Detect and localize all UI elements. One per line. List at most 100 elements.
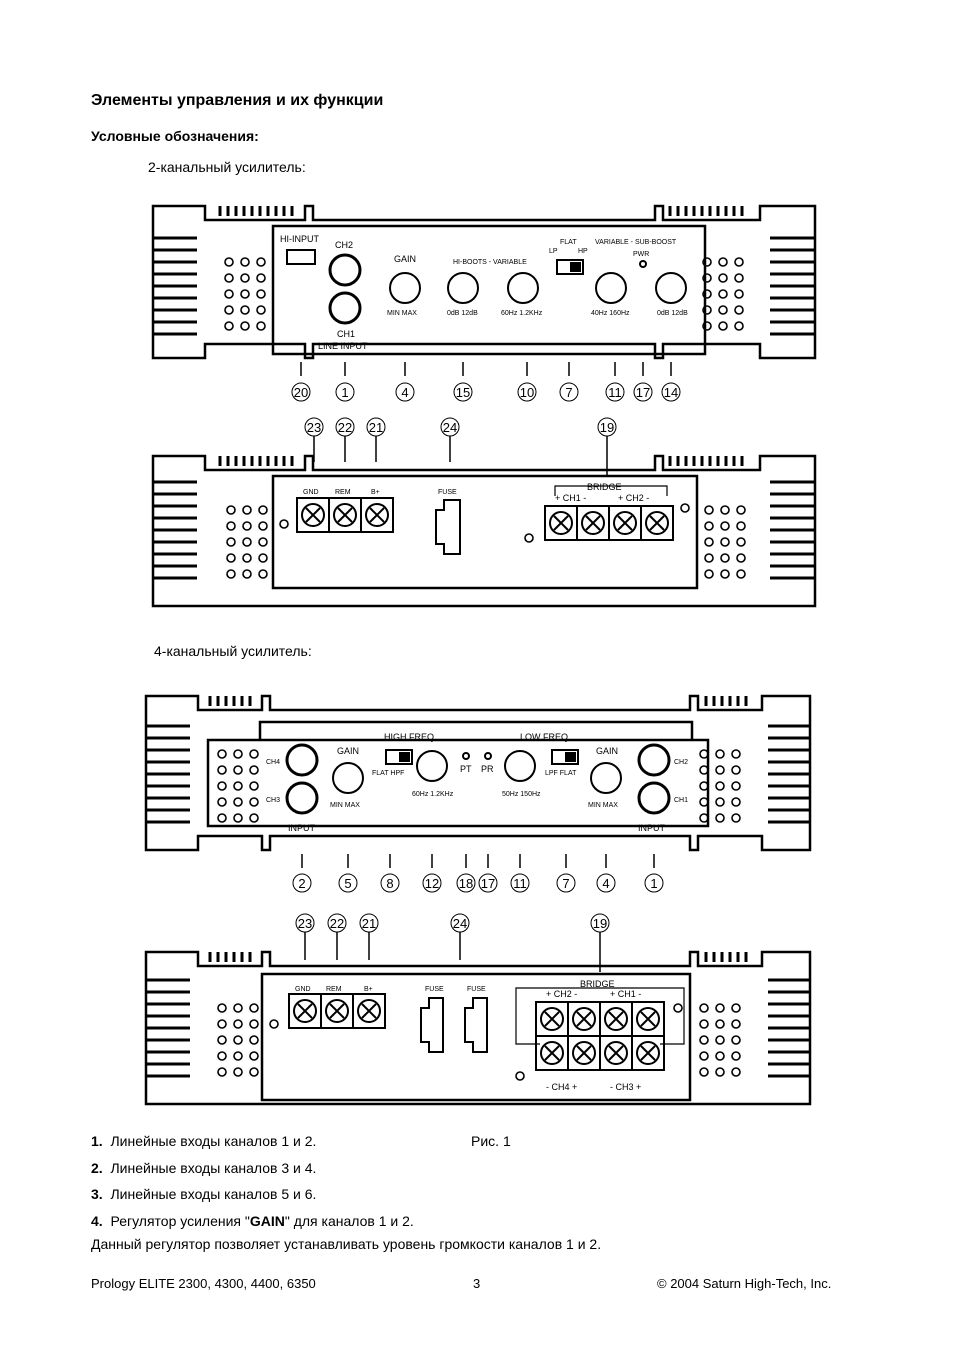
high-freq-label: HIGH FREQ [384, 732, 434, 742]
speaker-terminal-block [535, 1001, 665, 1071]
list-item: 2. Линейные входы каналов 3 и 4. [91, 1160, 316, 1176]
hi-input-label: HI-INPUT [280, 234, 319, 244]
callout-label: 24 [453, 916, 467, 931]
high-freq-scale: 60Hz 1.2KHz [412, 791, 454, 798]
input-left-label: INPUT [288, 823, 316, 833]
description-text: Данный регулятор позволяет устанавливать… [91, 1236, 602, 1252]
fuse-holder [435, 499, 461, 555]
ch1-terminal-label: + CH1 - [555, 493, 586, 503]
pwr-led [639, 260, 647, 268]
callout-label: 10 [520, 385, 534, 400]
callout-label: 11 [608, 385, 622, 400]
bplus-label: B+ [371, 489, 380, 496]
gain-right-label: GAIN [596, 746, 618, 756]
callout-label: 24 [443, 420, 457, 435]
ch1-rca-jack [637, 781, 671, 815]
hi-input-connector [286, 249, 316, 265]
pwr-label: PWR [633, 251, 649, 258]
callout-label: 23 [307, 420, 321, 435]
fuse-holder-2 [464, 997, 488, 1053]
gain-right-scale: MIN MAX [588, 802, 618, 809]
subboost-label: VARIABLE - SUB-BOOST [595, 239, 677, 246]
ch3-terminal-label: - CH3 + [610, 1082, 641, 1092]
callout-label: 17 [636, 385, 650, 400]
low-freq-knob [504, 750, 536, 782]
input-right-label: INPUT [638, 823, 666, 833]
callout-label: 23 [298, 916, 312, 931]
callout-label: 14 [664, 385, 678, 400]
gain-term: GAIN [249, 1213, 285, 1229]
list-item: 3. Линейные входы каналов 5 и 6. [91, 1186, 316, 1202]
rem-label: REM [326, 986, 342, 993]
list-item-text: Линейные входы каналов 1 и 2. [110, 1133, 317, 1149]
ch2-rca-jack [637, 743, 671, 777]
subboost-db-scale: 0dB 12dB [657, 310, 688, 317]
callout-label: 11 [513, 876, 527, 891]
list-item: 4. Регулятор усиления "GAIN" для каналов… [91, 1213, 414, 1229]
low-freq-switch [551, 749, 579, 765]
callout-label: 2 [298, 876, 305, 891]
rem-label: REM [335, 489, 351, 496]
gnd-label: GND [295, 986, 311, 993]
callout-label: 19 [593, 916, 607, 931]
ch1-rca-jack [328, 291, 362, 325]
fuse-label: FUSE [438, 489, 457, 496]
power-terminal-block [288, 993, 386, 1029]
list-item-number: 1. [91, 1133, 103, 1149]
crossover-switch-slider [570, 262, 581, 272]
pt-led [462, 752, 470, 760]
gain-label: GAIN [394, 254, 416, 264]
line-input-label: LINE INPUT [318, 341, 368, 351]
power-terminal-block [296, 497, 394, 533]
callout-label: 22 [330, 916, 344, 931]
lpf-flat-label: LPF FLAT [545, 770, 577, 777]
ch1-terminal-label: + CH1 - [610, 989, 641, 999]
bridge-label: BRIDGE [580, 979, 615, 989]
gnd-label: GND [303, 489, 319, 496]
list-item-number: 3. [91, 1186, 103, 1202]
callout-label: 18 [459, 876, 473, 891]
gain-right-knob [590, 762, 622, 794]
page-number: 3 [473, 1276, 481, 1291]
list-item-text-pre: Регулятор усиления " [110, 1213, 250, 1229]
flat-label: FLAT [560, 239, 577, 246]
amp2-rear-panel-diagram: 23 22 21 24 19 [151, 417, 817, 608]
callout-label: 19 [600, 420, 614, 435]
callout-label: 7 [565, 385, 572, 400]
callout-label: 1 [650, 876, 657, 891]
list-item: 1. Линейные входы каналов 1 и 2. [91, 1133, 316, 1149]
crossover-switch [556, 259, 584, 275]
ch1-label: CH1 [674, 797, 688, 804]
list-item-text-post: " для каналов 1 и 2. [284, 1213, 414, 1229]
subboost-freq-scale: 40Hz 160Hz [591, 310, 630, 317]
hiboost-scale: 0dB 12dB [447, 310, 478, 317]
ch2-terminal-label: + CH2 - [546, 989, 577, 999]
heatsink-fins [153, 206, 814, 336]
amp4-caption: 4-канальный усилитель: [154, 643, 312, 659]
pt-label: PT [460, 764, 472, 774]
ch2-rca-jack [328, 253, 362, 287]
callout-label: 4 [602, 876, 609, 891]
callout-label: 15 [456, 385, 470, 400]
pr-led [484, 752, 492, 760]
low-freq-scale: 50Hz 150Hz [502, 791, 541, 798]
callout-label: 1 [341, 385, 348, 400]
list-item-text: Линейные входы каналов 3 и 4. [110, 1160, 317, 1176]
fuse-2-label: FUSE [467, 986, 486, 993]
bridge-bracket [554, 485, 668, 496]
gain-left-label: GAIN [337, 746, 359, 756]
gain-left-knob [332, 762, 364, 794]
ch2-label: CH2 [335, 240, 353, 250]
bridge-bracket [515, 987, 685, 1045]
hiboost-level-knob [447, 272, 479, 304]
ch2-terminal-label: + CH2 - [618, 493, 649, 503]
gain-knob [389, 272, 421, 304]
amp2-front-panel-diagram: HI-INPUT CH2 CH1 LINE INPUT GAIN MIN MAX… [151, 204, 817, 402]
speaker-terminal-block [544, 505, 674, 541]
ch4-rca-jack [285, 743, 319, 777]
callout-label: 17 [481, 876, 495, 891]
subboost-level-knob [655, 272, 687, 304]
ch3-label: CH3 [266, 797, 280, 804]
list-item-number: 4. [91, 1213, 103, 1229]
callout-label: 5 [344, 876, 351, 891]
